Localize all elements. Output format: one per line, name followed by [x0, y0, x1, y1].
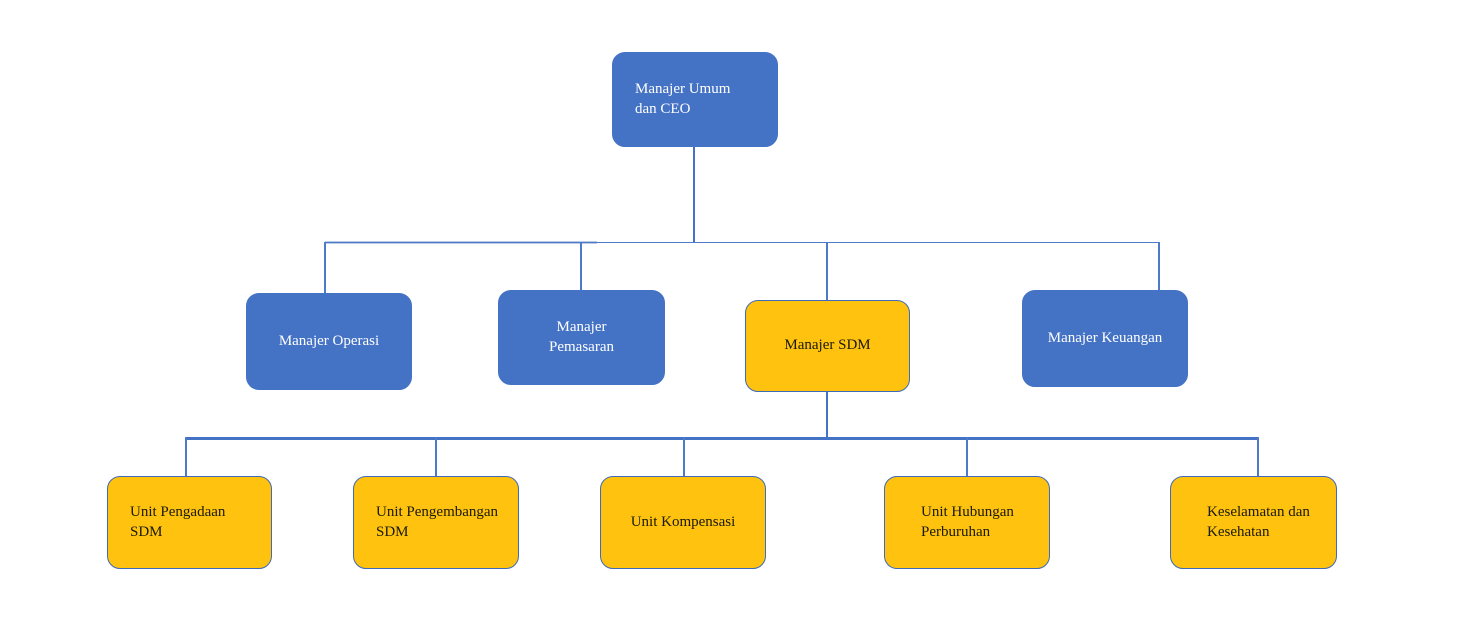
node-keselamatan-kesehatan-label: Keselamatan dan Kesehatan: [1207, 504, 1310, 540]
connector-drop-operasi: [324, 242, 326, 294]
node-unit-pengembangan-sdm-label: Unit Pengembangan SDM: [376, 504, 499, 540]
connector-ceo-stem: [693, 146, 695, 243]
node-unit-pengembangan-sdm[interactable]: Unit Pengembangan SDM: [353, 476, 519, 569]
node-unit-pengadaan-sdm-label: Unit Pengadaan SDM: [130, 504, 226, 540]
node-ceo[interactable]: Manajer Umum dan CEO: [612, 52, 778, 147]
connector-drop-keselamatan: [1257, 437, 1259, 477]
node-manajer-operasi[interactable]: Manajer Operasi: [246, 293, 412, 390]
node-manajer-keuangan-label: Manajer Keuangan: [1047, 329, 1163, 346]
node-manajer-operasi-label: Manajer Operasi: [278, 332, 380, 349]
node-unit-hubungan-perburuhan[interactable]: Unit Hubungan Perburuhan: [884, 476, 1050, 569]
node-keselamatan-kesehatan[interactable]: Keselamatan dan Kesehatan: [1170, 476, 1337, 569]
node-ceo-label: Manajer Umum dan CEO: [635, 81, 731, 117]
connector-drop-pengembangan: [435, 437, 437, 477]
connector-drop-keuangan: [1158, 242, 1160, 291]
node-unit-pengadaan-sdm[interactable]: Unit Pengadaan SDM: [107, 476, 272, 569]
node-manajer-pemasaran-label: Manajer Pemasaran: [549, 319, 614, 355]
connector-drop-pemasaran: [580, 242, 582, 291]
connector-sdm-stem: [826, 392, 828, 440]
node-unit-hubungan-perburuhan-label: Unit Hubungan Perburuhan: [921, 504, 1014, 540]
connector-drop-hubungan: [966, 437, 968, 477]
connector-bottom-bus: [185, 437, 1259, 440]
node-manajer-keuangan[interactable]: Manajer Keuangan: [1022, 290, 1188, 387]
node-manajer-sdm[interactable]: Manajer SDM: [745, 300, 910, 392]
node-manajer-pemasaran[interactable]: Manajer Pemasaran: [498, 290, 665, 385]
node-unit-kompensasi-label: Unit Kompensasi: [630, 513, 736, 530]
connector-drop-sdm: [826, 242, 828, 301]
connector-middle-bus: [325, 242, 1159, 244]
node-manajer-sdm-label: Manajer SDM: [784, 337, 871, 354]
node-unit-kompensasi[interactable]: Unit Kompensasi: [600, 476, 766, 569]
connector-drop-pengadaan: [185, 437, 187, 477]
connector-drop-kompensasi: [683, 437, 685, 477]
